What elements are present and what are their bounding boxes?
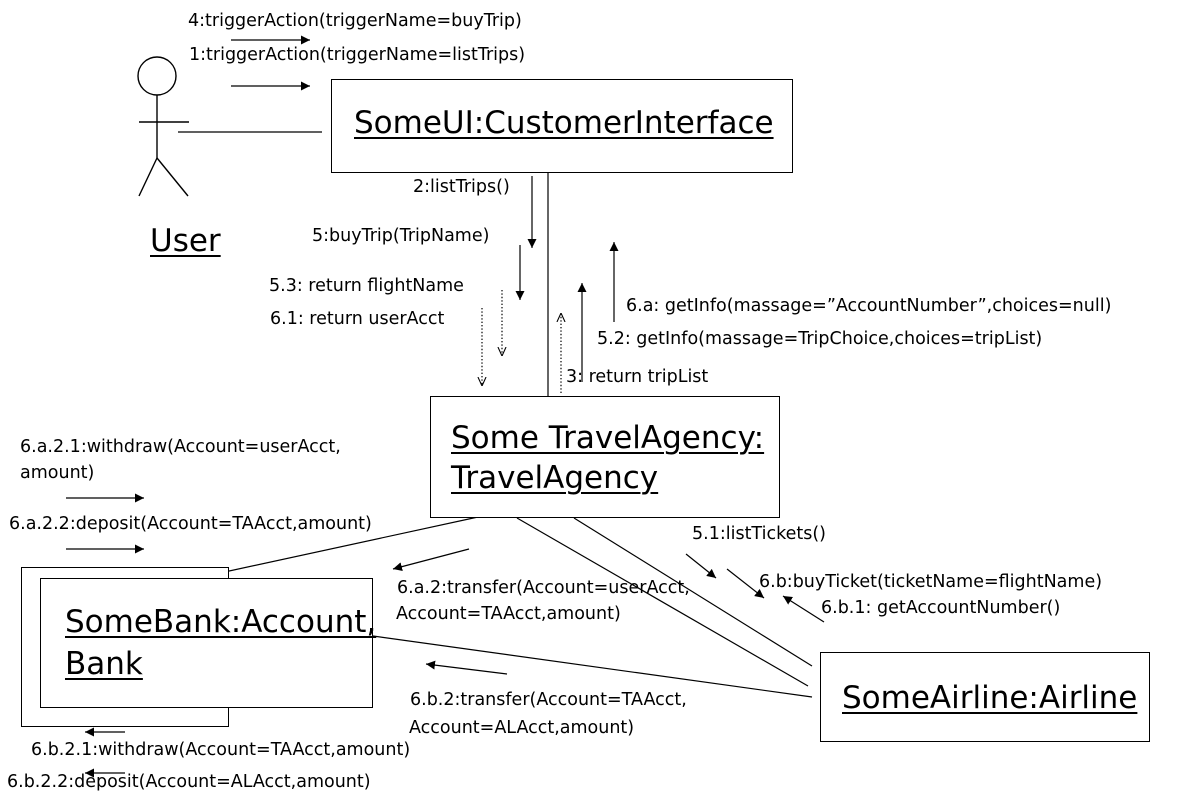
message-5-2-label: 5.2: getInfo(massage=TripChoice,choices=… (597, 329, 1043, 349)
message-6-b-2-label-line2: Account=ALAcct,amount) (409, 718, 635, 738)
arrow-5-1 (685, 553, 717, 579)
user-label: User (150, 223, 221, 259)
message-6-a-2-label-line1: 6.a.2:transfer(Account=userAcct, (397, 578, 690, 598)
message-6-b-2-2-label: 6.b.2.2:deposit(Account=ALAcct,amount) (7, 772, 371, 792)
arrow-6-a-2 (392, 548, 470, 572)
message-5-3-label: 5.3: return flightName (269, 276, 464, 296)
message-6-b-1-label: 6.b.1: getAccountNumber() (821, 598, 1061, 618)
link-bank-airline (372, 635, 813, 698)
message-6-b-2-label-line1: 6.b.2:transfer(Account=TAAcct, (410, 690, 687, 710)
travel-agency-label-line1: Some TravelAgency: (451, 420, 765, 456)
arrow-6-b (726, 568, 765, 599)
message-6-a-2-1-label-line2: amount) (20, 463, 95, 483)
bank-label-line1: SomeBank:Account, (65, 604, 377, 640)
message-6-a-2-label-line2: Account=TAAcct,amount) (396, 604, 621, 624)
travel-agency-label-line2: TravelAgency (451, 460, 659, 496)
arrow-6-b-2 (425, 660, 508, 675)
travel-agency-box (430, 396, 780, 518)
customer-interface-label: SomeUI:CustomerInterface (354, 105, 774, 141)
message-3-label: 3: return tripList (566, 367, 709, 387)
message-5-label: 5:buyTrip(TripName) (312, 226, 490, 246)
airline-label: SomeAirline:Airline (842, 680, 1138, 716)
message-6-b-label: 6.b:buyTicket(ticketName=flightName) (759, 572, 1103, 592)
message-6-a-2-1-label-line1: 6.a.2.1:withdraw(Account=userAcct, (20, 437, 341, 457)
arrow-6-b-1 (782, 595, 825, 623)
message-6-a-label: 6.a: getInfo(massage=”AccountNumber”,cho… (626, 296, 1112, 316)
bank-box-front (40, 578, 373, 708)
link-agency-airline-b (573, 517, 813, 667)
airline-box (820, 652, 1150, 742)
message-5-1-label: 5.1:listTickets() (692, 524, 826, 544)
message-6-1-label: 6.1: return userAcct (270, 309, 445, 329)
message-1-label: 1:triggerAction(triggerName=listTrips) (189, 45, 526, 65)
link-agency-airline-a (516, 517, 809, 687)
link-agency-bank (196, 516, 479, 579)
customer-interface-box (331, 79, 793, 173)
user-actor-figure (137, 56, 189, 197)
message-4-label: 4:triggerAction(triggerName=buyTrip) (188, 11, 522, 31)
message-2-label: 2:listTrips() (413, 177, 510, 197)
bank-label-line2: Bank (65, 646, 143, 682)
message-6-a-2-2-label: 6.a.2.2:deposit(Account=TAAcct,amount) (9, 514, 372, 534)
message-6-b-2-1-label: 6.b.2.1:withdraw(Account=TAAcct,amount) (31, 740, 411, 760)
